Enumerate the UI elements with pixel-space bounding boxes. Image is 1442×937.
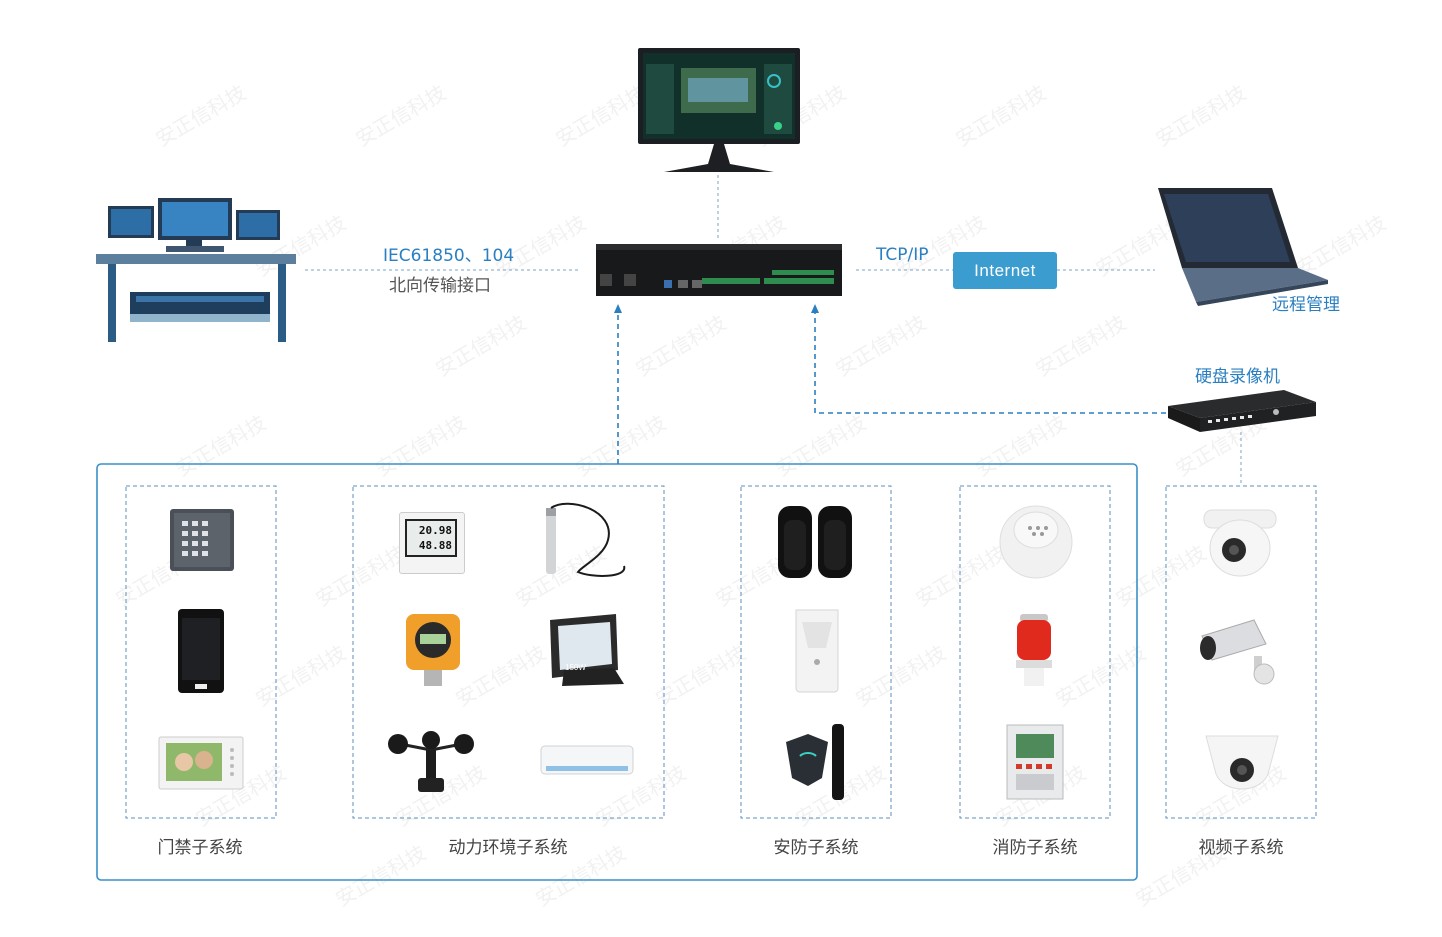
group-label-power-env: 动力环境子系统 (448, 838, 568, 858)
dvr-label: 硬盘录像机 (1195, 367, 1280, 387)
group-box-power-env (352, 485, 665, 819)
remote-management-label: 远程管理 (1272, 295, 1340, 315)
laptop-icon (1158, 188, 1328, 306)
group-label-access-control: 门禁子系统 (157, 838, 243, 858)
group-label-fire: 消防子系统 (992, 838, 1078, 858)
monitor-icon (638, 48, 800, 172)
fire-alarm-panel-icon (1006, 724, 1064, 800)
dvr-icon (1168, 390, 1316, 432)
group-box-video (1165, 485, 1317, 819)
group-label-video: 视频子系统 (1198, 838, 1284, 858)
workstation-icon (96, 198, 296, 342)
air-conditioner-icon (540, 745, 634, 775)
infrared-beam-detector-icon (778, 506, 852, 578)
bullet-camera-icon (1200, 619, 1275, 685)
alarm-light-icon (1016, 614, 1052, 686)
north-protocol-label: IEC61850、104 (383, 246, 515, 266)
thermo-reading-1: 20.98 (418, 524, 452, 537)
thermo-hygrometer-icon: 20.98 48.88 (399, 512, 465, 574)
video-intercom-icon (158, 736, 244, 790)
dome-camera-icon (1203, 509, 1277, 577)
group-box-access-control (125, 485, 277, 819)
face-terminal-icon (178, 609, 224, 693)
subsystems-frame (96, 463, 1138, 881)
internet-badge: Internet (953, 252, 1057, 289)
tcp-ip-label: TCP/IP (876, 245, 929, 265)
gas-detector-icon (406, 614, 460, 686)
water-level-sensor-icon (546, 502, 626, 577)
anemometer-icon (388, 731, 474, 792)
flood-light-watt-label: 150W (565, 663, 586, 672)
pir-motion-sensor-icon (795, 609, 839, 693)
flood-light-icon (550, 614, 624, 686)
group-box-fire (959, 485, 1111, 819)
group-label-security: 安防子系统 (773, 838, 859, 858)
thermo-reading-2: 48.88 (418, 539, 452, 552)
group-box-security (740, 485, 892, 819)
north-interface-label: 北向传输接口 (389, 276, 491, 296)
turret-camera-icon (1205, 735, 1279, 790)
keypad-reader-icon (170, 509, 234, 571)
gateway-device-icon (596, 244, 842, 296)
patrol-device-icon (786, 724, 844, 800)
smoke-detector-icon (999, 505, 1073, 579)
